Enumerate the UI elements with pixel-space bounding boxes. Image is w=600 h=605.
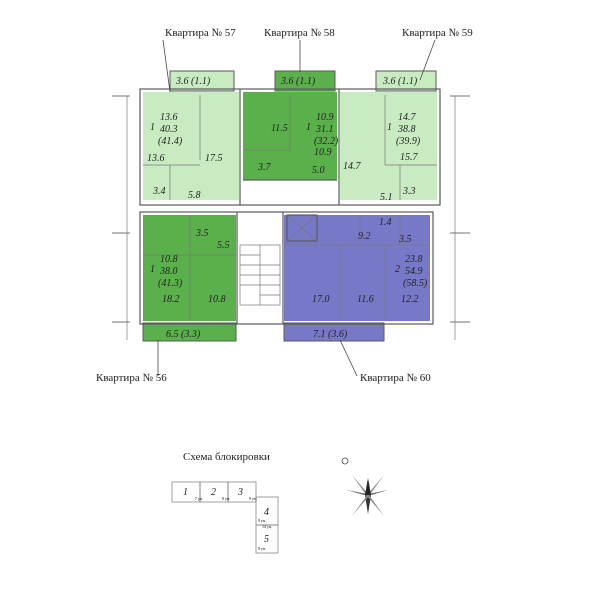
building-walls — [139, 88, 441, 325]
apartment-58-area: 11.5 — [271, 123, 288, 134]
apartment-59-area: 5.1 — [380, 192, 393, 203]
apartment-57-area: 17.5 — [205, 153, 223, 164]
apartment-60-total-balcony: (58.5) — [403, 278, 428, 289]
balcony-56-label: 6.5 (3.3) — [166, 329, 201, 340]
compass-icon — [341, 457, 388, 516]
scheme-axis-mark: 9 уп. — [258, 518, 266, 523]
apartment-56-area: 10.8 — [208, 294, 226, 305]
stair-core — [239, 214, 318, 306]
scheme-section-2: 2 — [211, 487, 216, 498]
scheme-section-3: 3 — [237, 487, 243, 498]
balcony-59-label: 3.6 (1.1) — [382, 76, 418, 87]
apartment-56-rooms: 1 — [150, 264, 155, 275]
apartment-58-total-balcony: (32.2) — [314, 136, 339, 147]
apartment-58-area: 5.0 — [312, 165, 325, 176]
apartment-57-title: Квартира № 57 — [165, 27, 236, 39]
apartment-59-total: 38.8 — [397, 124, 416, 135]
scheme-axis-mark: 14 уп. — [262, 524, 272, 529]
apartment-60-area: 12.2 — [401, 294, 419, 305]
scheme-section-5: 5 — [264, 534, 269, 545]
apartment-60-area: 9.2 — [358, 231, 371, 242]
apartment-57-area: 3.4 — [152, 186, 166, 197]
apartment-56-total: 38.0 — [159, 266, 178, 277]
balcony-60 — [283, 322, 385, 342]
apartment-58-living: 10.9 — [316, 112, 334, 123]
apartment-56-total-balcony: (41.3) — [158, 278, 183, 289]
apartment-59-area: 15.7 — [400, 152, 419, 163]
apartment-60-title: Квартира № 60 — [360, 372, 431, 384]
apartment-56-title: Квартира № 56 — [96, 372, 167, 384]
balcony-57-label: 3.6 (1.1) — [175, 76, 211, 87]
apartment-59-area: 3.3 — [402, 186, 416, 197]
balcony-57 — [169, 70, 235, 92]
apartment-60-living: 23.8 — [405, 254, 423, 265]
apartment-59-fill — [340, 92, 437, 200]
apartment-57-total-balcony: (41.4) — [158, 136, 183, 147]
balcony-58-label: 3.6 (1.1) — [280, 76, 316, 87]
apartment-57-area: 5.8 — [188, 190, 201, 201]
apartment-59-area: 14.7 — [343, 161, 362, 172]
balcony-56 — [142, 322, 237, 342]
apartment-58-area: 3.7 — [257, 162, 272, 173]
apartment-58-rooms: 1 — [306, 122, 311, 133]
apartment-59-title: Квартира № 59 — [402, 27, 473, 39]
scheme-axis-mark: 9 уп. — [249, 496, 257, 501]
scheme-axis-mark: 7 уп. — [195, 496, 203, 501]
apartment-60-area: 11.6 — [357, 294, 374, 305]
apartment-59-rooms: 1 — [387, 122, 392, 133]
leader-lines — [157, 39, 436, 377]
balcony-59 — [375, 70, 437, 92]
apartment-60-area: 17.0 — [312, 294, 330, 305]
apartment-57-area: 13.6 — [147, 153, 165, 164]
apartment-58-title: Квартира № 58 — [264, 27, 335, 39]
apartment-60-area: 1.4 — [379, 217, 392, 228]
scheme-axis-mark: 9 уп. — [258, 546, 266, 551]
apartment-57-total: 40.3 — [160, 124, 178, 135]
scheme-diagram — [171, 481, 279, 554]
apartment-60-fill — [284, 215, 430, 321]
apartment-56-fill — [143, 215, 236, 321]
apartment-56-area: 3.5 — [195, 228, 209, 239]
apartment-59-living: 14.7 — [398, 112, 417, 123]
apartment-57-living: 13.6 — [160, 112, 178, 123]
apartment-56-area: 5.5 — [217, 240, 230, 251]
apartment-60-total: 54.9 — [405, 266, 423, 277]
scheme-section-4: 4 — [264, 507, 269, 518]
apartment-60-area: 3.5 — [398, 234, 412, 245]
apartment-56-living: 10.8 — [160, 254, 178, 265]
apartment-59-total-balcony: (39.9) — [396, 136, 421, 147]
apartment-56-area: 18.2 — [162, 294, 180, 305]
balcony-58 — [274, 70, 336, 92]
apartment-58-total: 31.1 — [315, 124, 334, 135]
axis-ticks — [112, 95, 470, 340]
apartment-58-area: 10.9 — [314, 147, 332, 158]
apartment-57-fill — [143, 92, 239, 200]
scheme-axis-mark: 8 уп. — [222, 496, 230, 501]
balcony-60-label: 7.1 (3.6) — [313, 329, 348, 340]
scheme-title: Схема блокировки — [183, 451, 270, 463]
scheme-section-1: 1 — [183, 487, 188, 498]
apartment-60-rooms: 2 — [395, 264, 400, 275]
apartment-57-rooms: 1 — [150, 122, 155, 133]
